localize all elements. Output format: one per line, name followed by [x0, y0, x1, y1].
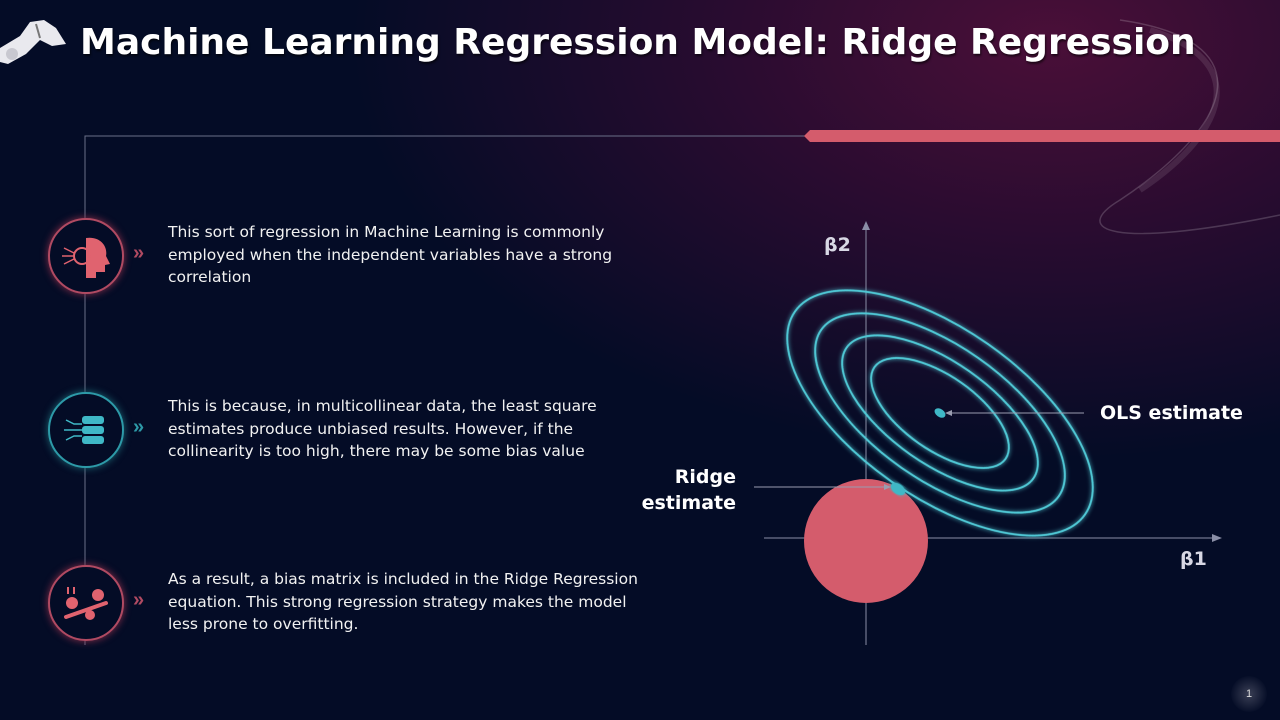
contour-3 — [841, 334, 1039, 492]
balance-icon — [64, 587, 108, 620]
item-1-text: This sort of regression in Machine Learn… — [168, 223, 613, 286]
chevron-icon: » — [133, 242, 145, 264]
ols-point — [934, 408, 946, 418]
item-1-icon-ring — [48, 218, 124, 294]
ridge-label-line1: Ridge — [674, 466, 736, 488]
brain-head-icon — [62, 237, 110, 278]
page-title: Machine Learning Regression Model: Ridge… — [80, 22, 1196, 63]
constraint-circle — [804, 479, 928, 603]
ridge-point — [890, 482, 906, 496]
robot-hand-logo — [0, 20, 66, 64]
chevron-icon: » — [133, 416, 145, 438]
item-2-text: This is because, in multicollinear data,… — [168, 397, 597, 460]
contour-4 — [870, 357, 1010, 469]
x-axis-arrow-icon — [1212, 534, 1222, 542]
chevron-icon: » — [133, 589, 145, 611]
ridge-label: Ridge estimate — [640, 464, 736, 516]
ols-label: OLS estimate — [1100, 402, 1243, 424]
y-axis-label: β2 — [824, 234, 851, 256]
timeline-line — [84, 135, 806, 645]
item-2-icon-ring — [48, 392, 124, 468]
y-axis-arrow-icon — [862, 221, 870, 230]
contour-2 — [814, 312, 1066, 514]
item-3-text: As a result, a bias matrix is included i… — [168, 570, 638, 633]
contour-1 — [786, 289, 1094, 537]
ridge-label-line2: estimate — [641, 492, 736, 514]
x-axis-label: β1 — [1180, 548, 1207, 570]
page-number: 1 — [1231, 676, 1267, 712]
database-icon — [64, 416, 104, 444]
accent-bar — [804, 130, 1280, 142]
error-contours — [786, 289, 1094, 537]
item-3-icon-ring — [48, 565, 124, 641]
